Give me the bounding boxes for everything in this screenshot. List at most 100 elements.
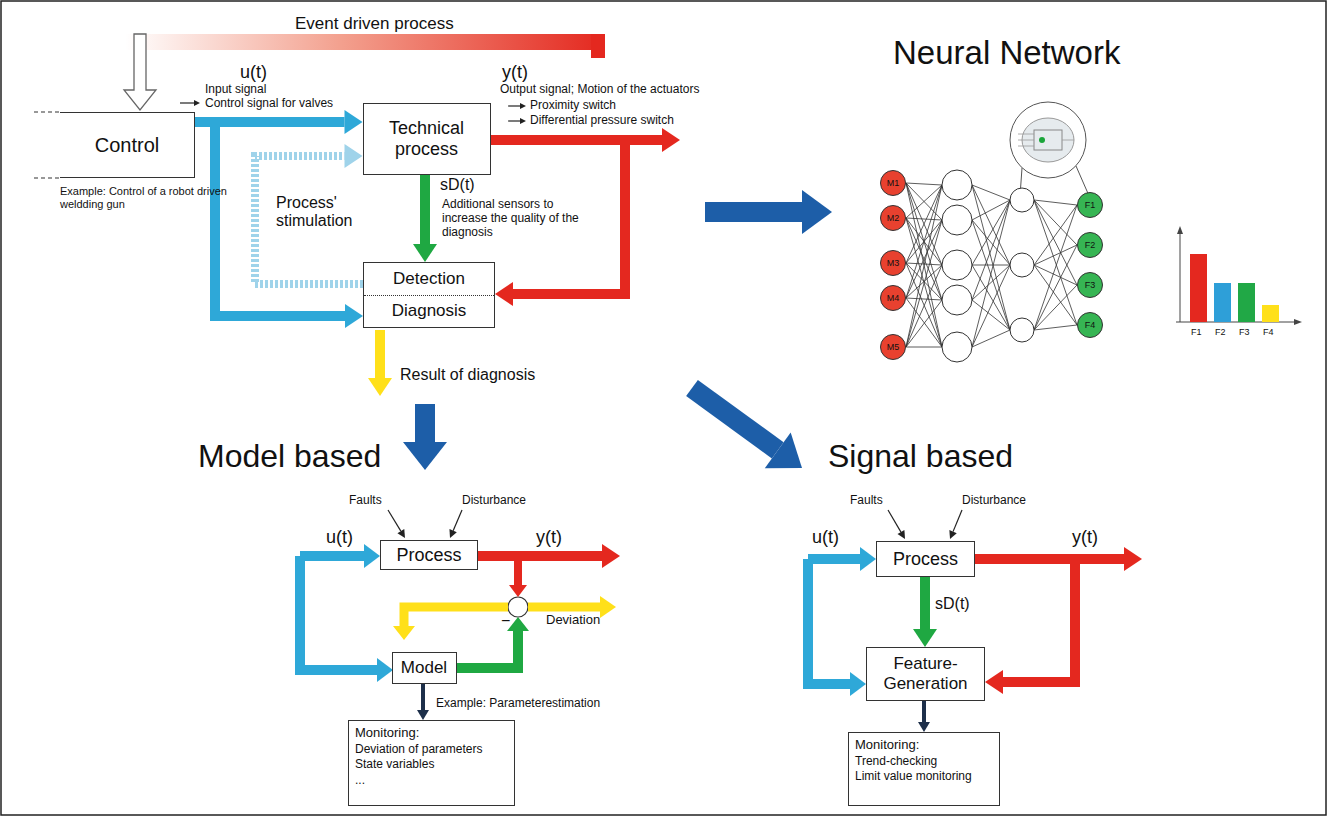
- flow-arrow: [705, 190, 832, 234]
- box-text: Control: [95, 134, 159, 157]
- synapse: [906, 183, 942, 185]
- box-text: Process: [396, 545, 461, 566]
- process-box: Process: [876, 541, 975, 577]
- signal-name: u(t): [240, 62, 267, 83]
- box-text: Deviation of parameters: [355, 742, 482, 758]
- model-output: [455, 617, 529, 668]
- signal-name: Result of diagnosis: [400, 366, 535, 384]
- neuron-node: F1: [1077, 192, 1103, 218]
- synapse: [1034, 265, 1077, 325]
- box-text: F3: [1085, 281, 1096, 290]
- box-text: Process: [893, 549, 958, 570]
- arrow-head: [765, 433, 802, 469]
- note-text: F3: [1239, 327, 1250, 337]
- arrow-head: [368, 378, 392, 396]
- arrow-head: [364, 544, 380, 568]
- flow-arrow: [403, 404, 447, 470]
- signal-name: Process' stimulation: [276, 194, 364, 231]
- box-text: M4: [887, 294, 900, 303]
- input-arrow: [388, 510, 405, 538]
- signal-name: −: [501, 612, 510, 630]
- synapse: [972, 330, 1010, 347]
- input-arrow: [449, 510, 462, 538]
- synapse: [1034, 205, 1077, 330]
- synapse: [906, 218, 942, 347]
- box-text: F1: [1085, 201, 1096, 210]
- arrow-head: [403, 442, 447, 470]
- hidden-neuron: [942, 205, 972, 235]
- neuron-output: [1062, 140, 1074, 141]
- arrow-shaft: [453, 510, 462, 531]
- arrow-head: [495, 282, 513, 306]
- neuron-node: M2: [880, 205, 906, 231]
- connector: [413, 175, 437, 262]
- synapse: [1034, 200, 1077, 285]
- connector: [918, 701, 930, 732]
- arrow-head: [345, 304, 363, 328]
- synapse: [1034, 325, 1077, 330]
- deviation-arrow: [393, 607, 508, 640]
- chart-bar: [1190, 254, 1207, 322]
- note-text: Additional sensors to increase the quali…: [442, 198, 592, 239]
- arrow-shaft: [888, 510, 901, 532]
- note-text: F1: [1191, 327, 1202, 337]
- small-arrow: [180, 102, 196, 103]
- connector: [985, 559, 1075, 694]
- arrow-head: [509, 585, 527, 597]
- signal-name: u(t): [326, 527, 353, 548]
- small-arrow: [194, 100, 200, 106]
- chart-bar: [1238, 283, 1255, 322]
- result-arrow-edge: [376, 378, 384, 396]
- neuron-input: [1018, 140, 1034, 141]
- box-text: Model: [401, 658, 447, 678]
- chart-bar: [1262, 305, 1279, 322]
- note-text: Example: Control of a robot driven weldd…: [60, 185, 232, 210]
- neuron-input: [1018, 146, 1034, 147]
- connector-arrow: [255, 144, 363, 284]
- arrow-head: [898, 530, 905, 539]
- synapse: [1034, 285, 1077, 330]
- chart-axis: [1294, 319, 1302, 325]
- hollow-arrow: [124, 34, 156, 110]
- synapse: [906, 183, 942, 347]
- process-box: Model: [392, 652, 457, 684]
- synapse: [972, 200, 1010, 265]
- synapse: [906, 220, 942, 347]
- arrow-head: [860, 547, 876, 571]
- input-arrow: [808, 559, 866, 696]
- synapse: [1034, 200, 1077, 205]
- box-heading: Monitoring:: [855, 737, 919, 754]
- synapse: [906, 185, 942, 347]
- synapse: [1034, 200, 1077, 245]
- box-text: State variables: [355, 757, 434, 773]
- connector-arrow: [195, 110, 363, 134]
- arrow-shaft: [421, 684, 425, 710]
- box-text: Diagnosis: [364, 296, 494, 328]
- signal-name: y(t): [536, 527, 562, 548]
- arrow-shaft: [514, 556, 522, 585]
- flow-arrow: [692, 388, 802, 468]
- arrow-head: [397, 529, 405, 538]
- process-box: Process: [380, 540, 478, 570]
- hidden-neuron: [1010, 188, 1034, 212]
- magnifier: [1010, 102, 1086, 178]
- arrow-shaft: [375, 330, 385, 378]
- signal-name: y(t): [502, 62, 528, 83]
- arrow-shaft: [255, 156, 363, 284]
- box-text: F4: [1085, 321, 1096, 330]
- arrow-head: [413, 244, 437, 262]
- neuron-chip: [1034, 130, 1062, 150]
- synapse: [972, 200, 1010, 300]
- neuron-node: F4: [1077, 312, 1103, 338]
- synapse: [906, 183, 942, 265]
- small-arrow: [520, 118, 526, 124]
- arrow-head: [802, 190, 832, 234]
- synapse: [906, 347, 942, 348]
- note-text: Input signal: [205, 83, 266, 97]
- chart-axis: [1180, 232, 1181, 322]
- neuron-node: M1: [880, 170, 906, 196]
- arrow-shaft: [808, 559, 850, 684]
- arrow-head: [393, 626, 415, 640]
- connector: [417, 684, 429, 720]
- box-text: Feature- Generation: [876, 654, 976, 693]
